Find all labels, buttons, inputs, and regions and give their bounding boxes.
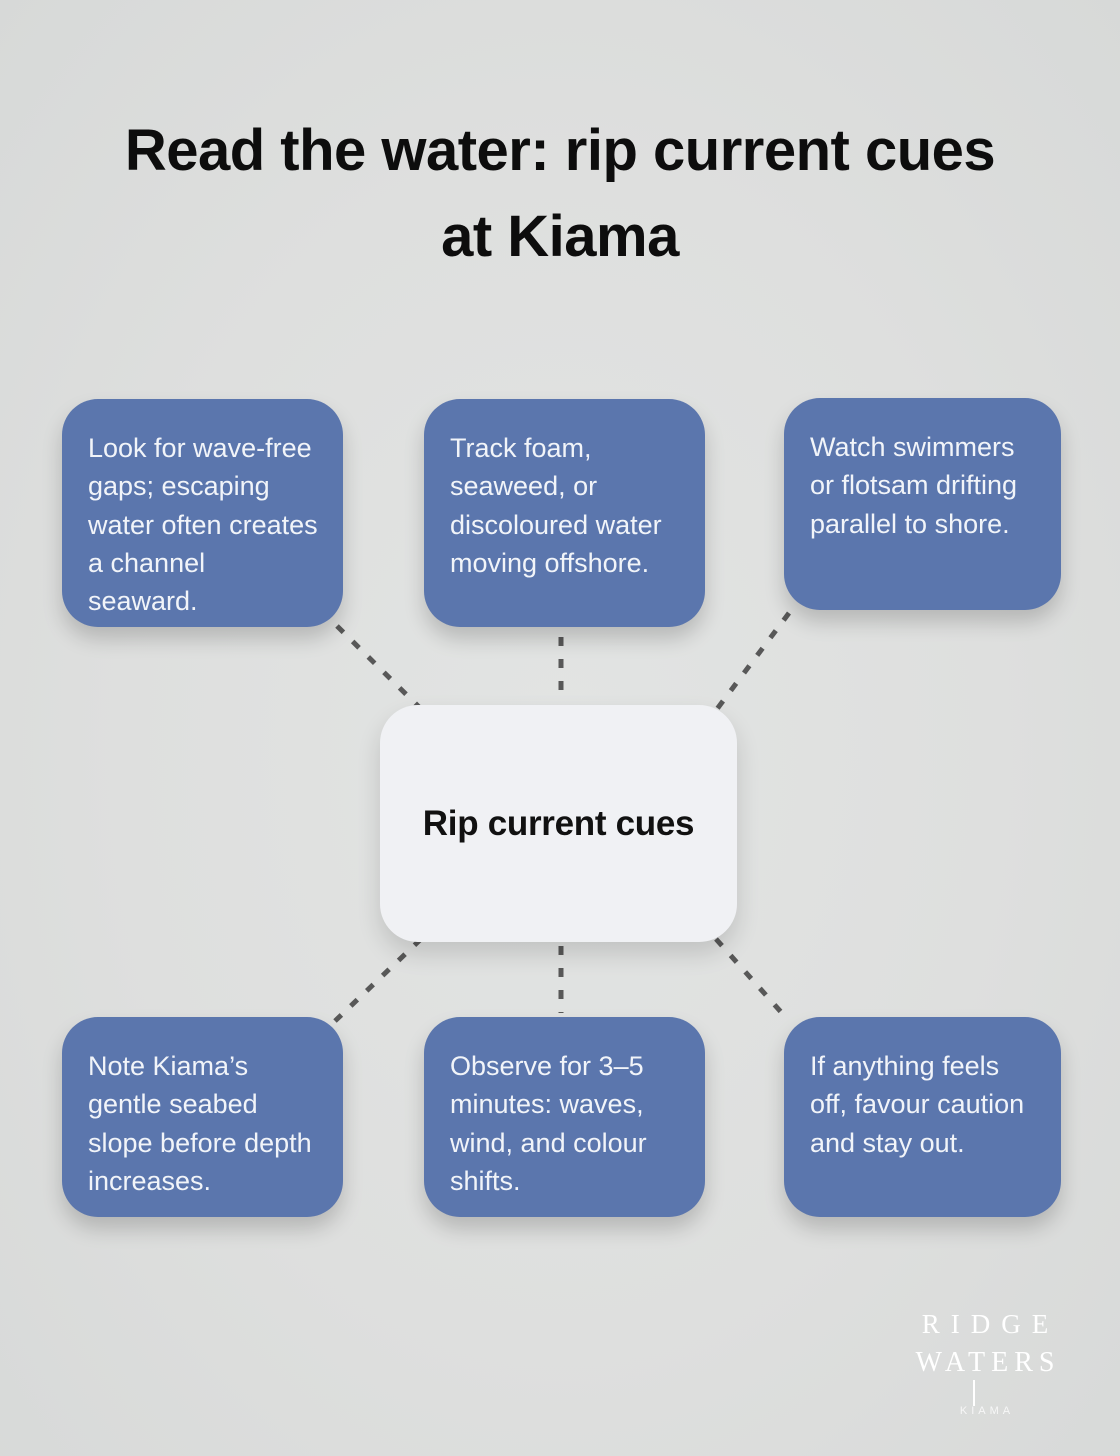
node-top-middle: Track foam, seaweed, or discoloured wate…	[424, 399, 705, 627]
logo-descender-mark	[973, 1380, 975, 1406]
node-top-right-text: Watch swimmers or flotsam drifting paral…	[810, 432, 1018, 539]
node-bottom-middle: Observe for 3–5 minutes: waves, wind, an…	[424, 1017, 705, 1217]
node-top-middle-text: Track foam, seaweed, or discoloured wate…	[450, 433, 662, 578]
node-bottom-right-text: If anything feels off, favour caution an…	[810, 1051, 1025, 1158]
node-top-right: Watch swimmers or flotsam drifting paral…	[784, 398, 1061, 610]
logo-ridge-text: RIDGE	[921, 1309, 1060, 1339]
connector-bottom-left	[333, 937, 423, 1023]
center-node: Rip current cues	[380, 705, 737, 942]
node-top-left: Look for wave-free gaps; escaping water …	[62, 399, 343, 627]
node-bottom-right: If anything feels off, favour caution an…	[784, 1017, 1061, 1217]
logo-kiama-text: KIAMA	[959, 1405, 1015, 1418]
node-bottom-left: Note Kiama’s gentle seabed slope before …	[62, 1017, 343, 1217]
logo-waters-text: WATERS	[915, 1346, 1061, 1378]
connector-top-left	[335, 624, 423, 711]
node-top-left-text: Look for wave-free gaps; escaping water …	[88, 433, 318, 617]
page-title: Read the water: rip current cues at Kiam…	[124, 118, 996, 269]
connector-bottom-right	[714, 937, 791, 1023]
node-bottom-left-text: Note Kiama’s gentle seabed slope before …	[88, 1051, 312, 1196]
connector-top-right	[715, 611, 791, 711]
brand-logo: RIDGE WATERS KIAMA	[903, 1308, 1067, 1417]
node-bottom-middle-text: Observe for 3–5 minutes: waves, wind, an…	[450, 1051, 647, 1196]
center-node-label: Rip current cues	[422, 803, 695, 843]
